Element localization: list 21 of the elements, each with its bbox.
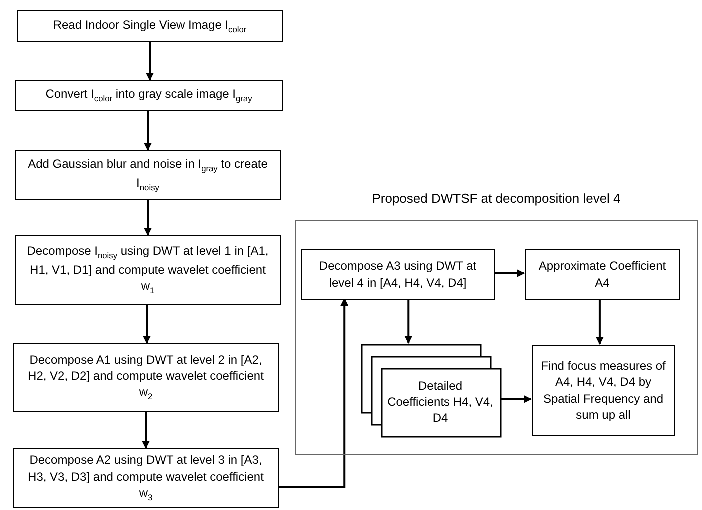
process-box: Read Indoor Single View Image I$_{color}$: [17, 10, 283, 42]
process-box: Approximate Coefficient A4: [525, 249, 680, 300]
arrow: [144, 200, 152, 236]
box-label: Detailed Coefficients H4, V4, D4: [387, 378, 494, 427]
process-box: Decompose A1 using DWT at level 2 in [A2, H2, V2, D2] and compute wavelet coefficient w$_{2}$: [13, 343, 279, 412]
arrow: [596, 299, 604, 345]
arrow: [144, 111, 152, 151]
arrow: [143, 305, 151, 344]
group-title: Proposed DWTSF at decomposition level 4: [371, 190, 622, 208]
process-box: Find focus measures of A4, H4, V4, D4 by Spatial Frequency and sum up all: [532, 345, 675, 436]
arrow: [404, 299, 413, 344]
process-box: Decompose I$_{noisy}$ using DWT at level 1 in [A1, H1, V1, D1] and compute wavelet coefficient w$_{1}$: [15, 235, 281, 305]
arrow: [494, 270, 525, 278]
arrow: [501, 395, 532, 404]
arrow: [142, 412, 150, 449]
process-box: Decompose A3 using DWT at level 4 in [A4, H4, V4, D4]: [301, 249, 495, 300]
arrow: [279, 298, 349, 488]
process-box: Add Gaussian blur and noise in I$_{gray}$ to create I$_{noisy}$: [15, 150, 281, 200]
process-box: Convert I$_{color}$ into gray scale image I$_{gray}$: [15, 80, 283, 111]
arrow: [146, 42, 154, 81]
process-box: Decompose A2 using DWT at level 3 in [A3, H3, V3, D3] and compute wavelet coefficient w$_{3}$: [13, 448, 279, 508]
